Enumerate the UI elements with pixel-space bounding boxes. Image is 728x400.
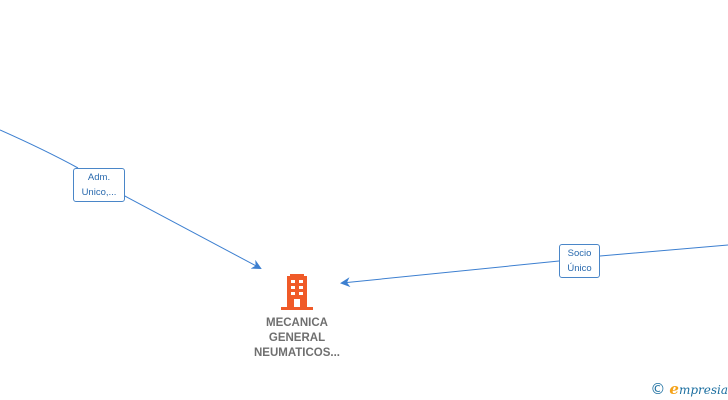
edge-label-adm-unico[interactable]: Adm. Unico,... bbox=[73, 168, 125, 202]
edge-socio-unico bbox=[342, 244, 728, 283]
company-name-line: MECANICA bbox=[266, 317, 328, 329]
edge-adm-unico bbox=[0, 129, 260, 268]
company-name: MECANICA GENERAL NEUMATICOS... bbox=[232, 316, 362, 361]
company-name-line: NEUMATICOS... bbox=[253, 347, 341, 359]
edge-label-line: Socio bbox=[567, 248, 592, 259]
empresia-logo: e mpresia bbox=[669, 380, 728, 398]
edge-label-line: Unico,... bbox=[81, 187, 117, 198]
edge-label-socio-unico[interactable]: Socio Único bbox=[559, 244, 600, 278]
edge-label-line: Único bbox=[567, 263, 592, 274]
copyright-icon: © bbox=[650, 380, 666, 398]
building-icon bbox=[281, 274, 313, 310]
company-node[interactable]: MECANICA GENERAL NEUMATICOS... bbox=[232, 274, 362, 361]
company-name-line: GENERAL bbox=[268, 332, 326, 344]
logo-initial: e bbox=[669, 380, 679, 398]
logo-text: mpresia bbox=[678, 383, 728, 397]
edge-label-line: Adm. bbox=[87, 172, 111, 183]
brand-watermark: © e mpresia bbox=[650, 378, 728, 400]
